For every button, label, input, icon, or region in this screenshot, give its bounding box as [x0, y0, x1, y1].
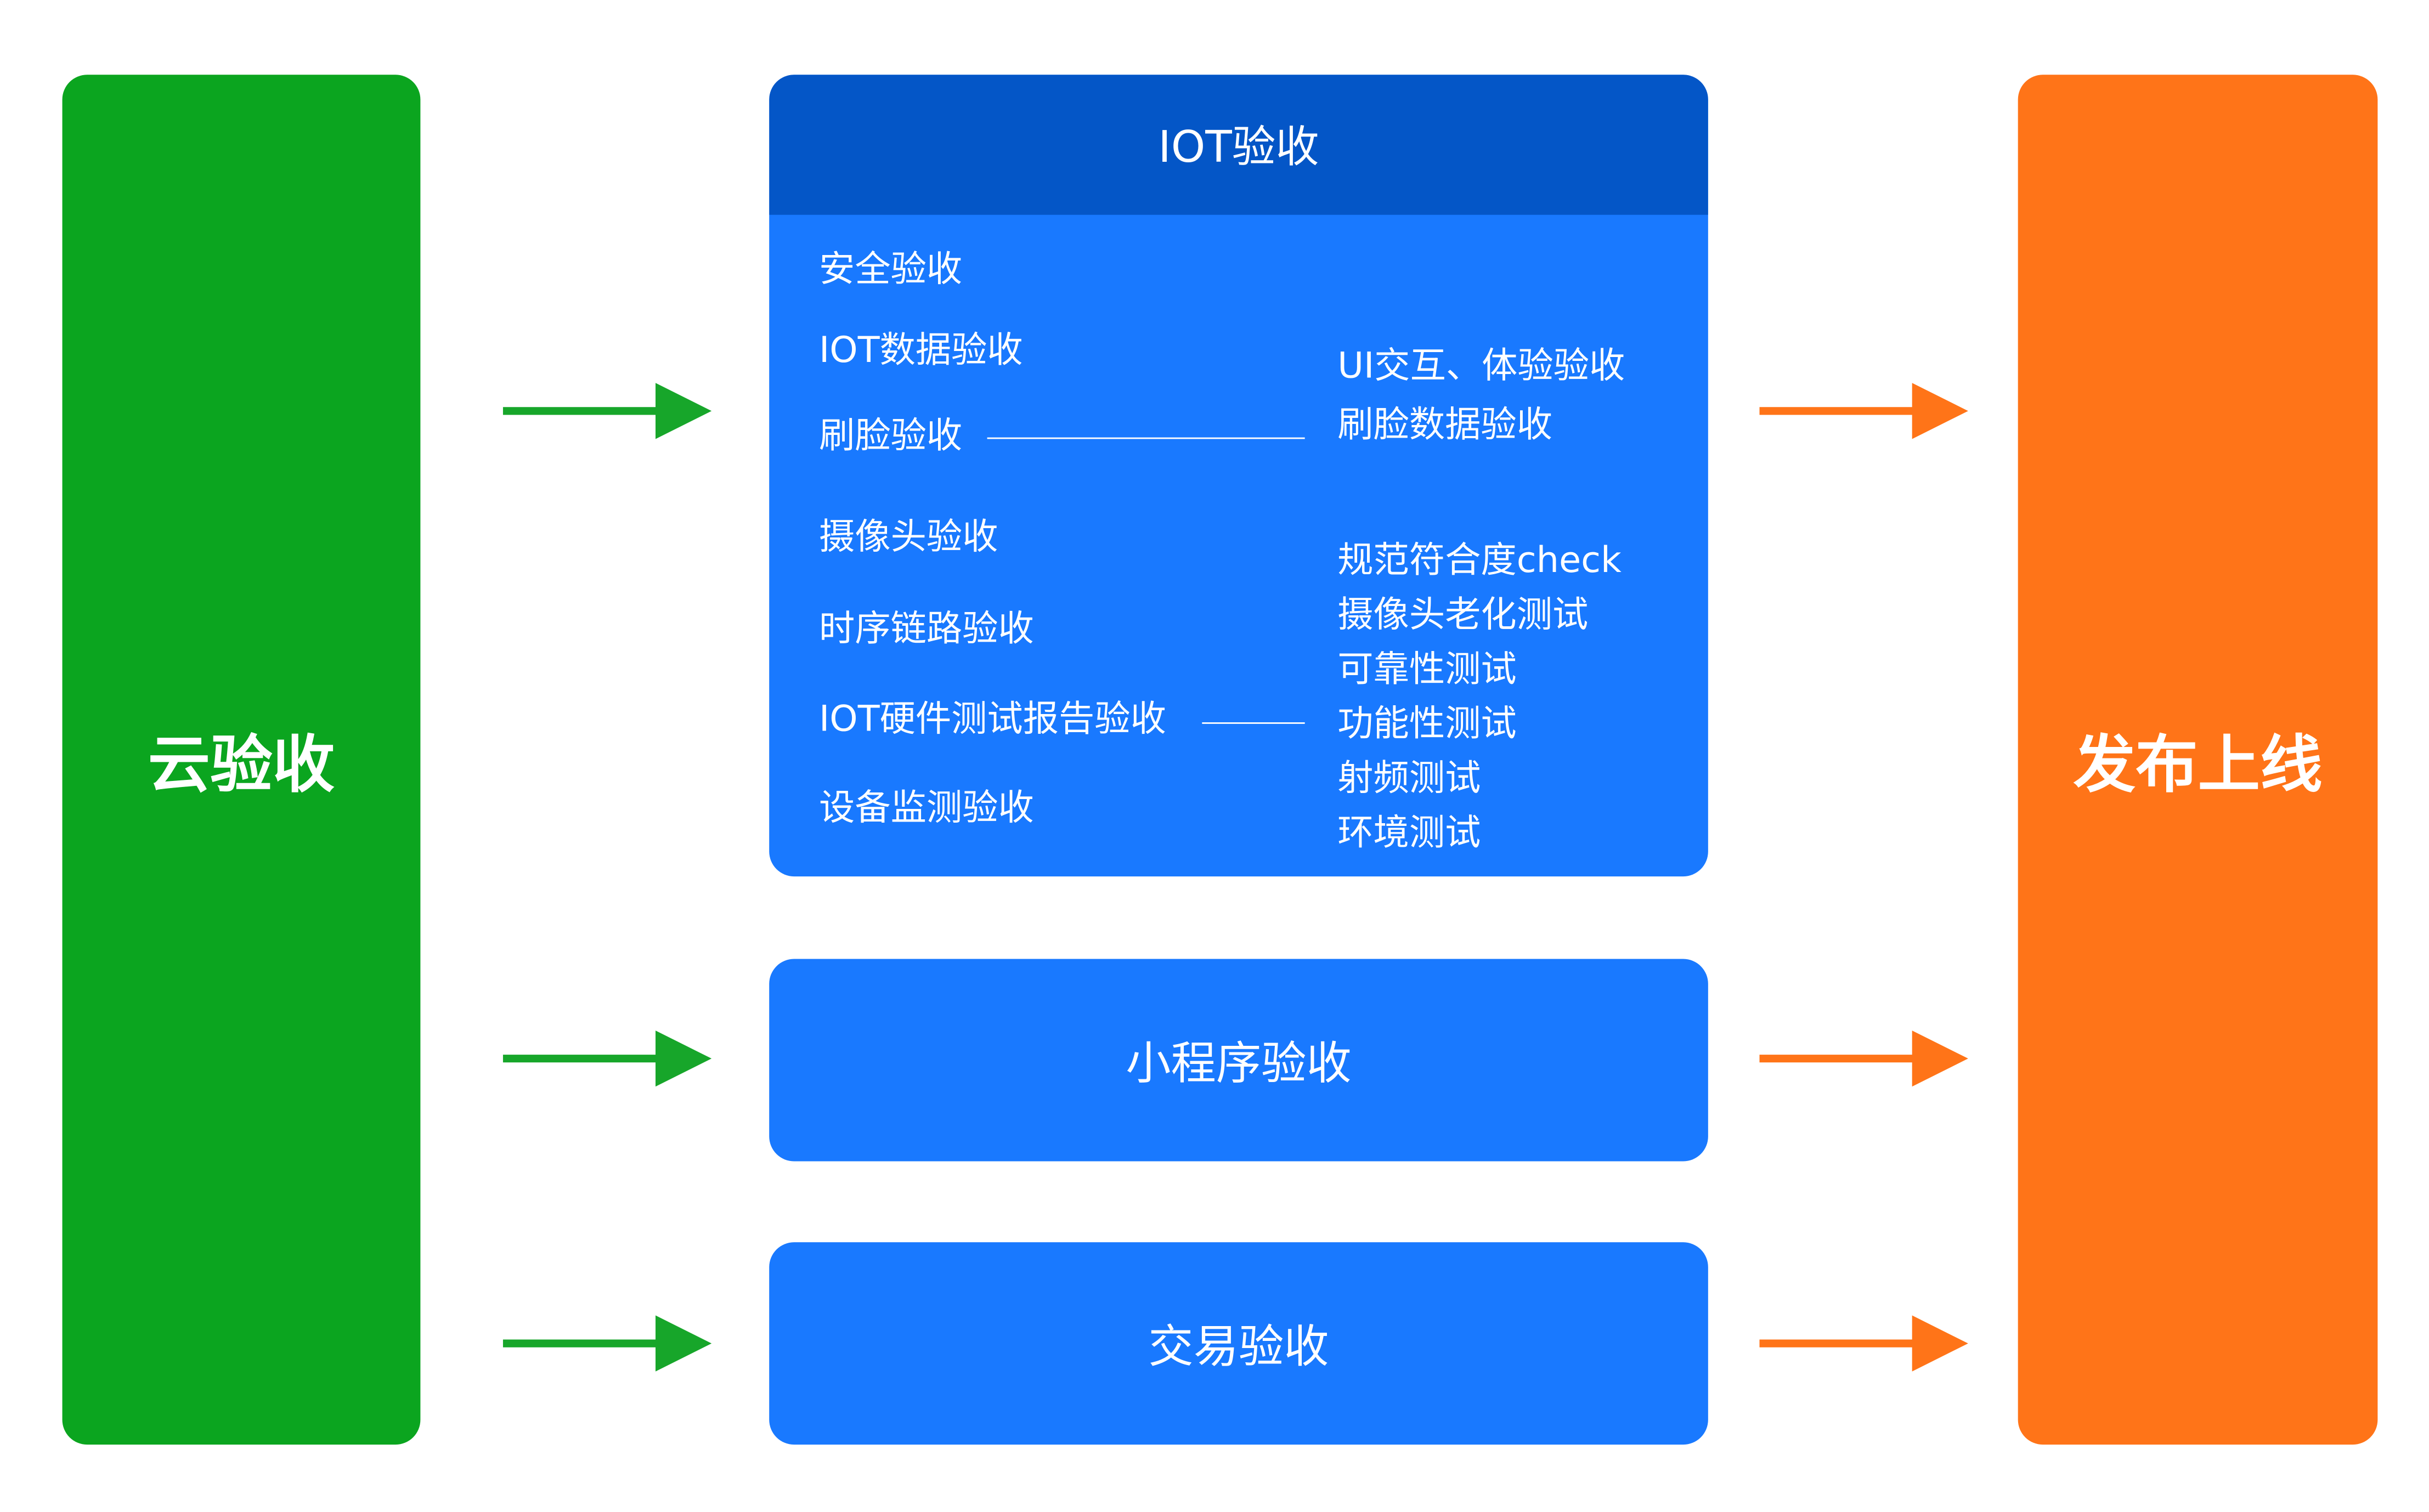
connector-line: [1202, 722, 1305, 724]
arrow-right-icon: [1759, 1315, 1968, 1372]
face-detail: UI交互、体验验收: [1337, 346, 1625, 387]
iot-header: IOT验收: [769, 75, 1708, 215]
iot-item: 时序链路验收: [819, 609, 1034, 650]
trade-label: 交易验收: [1148, 1320, 1329, 1373]
arrow-right-icon: [502, 383, 712, 439]
cloud-acceptance-block: 云验收: [62, 75, 421, 1445]
hardware-detail: 摄像头老化测试: [1337, 595, 1589, 636]
cloud-label: 云验收: [148, 730, 335, 802]
iot-item: IOT数据验收: [819, 331, 1023, 371]
hardware-detail: 功能性测试: [1337, 704, 1517, 745]
hardware-detail: 射频测试: [1337, 758, 1481, 800]
arrow-right-icon: [1759, 383, 1968, 439]
trade-acceptance-block: 交易验收: [769, 1242, 1708, 1445]
iot-item: 摄像头验收: [819, 517, 998, 558]
hardware-detail: 可靠性测试: [1337, 650, 1517, 690]
miniprogram-acceptance-block: 小程序验收: [769, 959, 1708, 1162]
iot-item: 刷脸验收: [819, 416, 963, 457]
hardware-detail: 规范符合度check: [1337, 541, 1622, 582]
arrow-right-icon: [502, 1315, 712, 1372]
connector-line: [987, 437, 1305, 440]
arrow-right-icon: [502, 1030, 712, 1087]
release-block: 发布上线: [2018, 75, 2378, 1445]
release-label: 发布上线: [2073, 730, 2323, 802]
iot-item: 安全验收: [819, 250, 963, 291]
hardware-detail: 环境测试: [1337, 813, 1481, 854]
iot-title: IOT验收: [1158, 121, 1319, 173]
iot-item: 设备监测验收: [819, 788, 1034, 829]
iot-acceptance-block: IOT验收 安全验收 IOT数据验收 刷脸验收 摄像头验收 时序链路验收 IOT…: [769, 75, 1708, 877]
arrow-right-icon: [1759, 1030, 1968, 1087]
miniprogram-label: 小程序验收: [1126, 1037, 1352, 1090]
iot-item: IOT硬件测试报告验收: [819, 699, 1166, 740]
face-detail: 刷脸数据验收: [1337, 405, 1552, 446]
